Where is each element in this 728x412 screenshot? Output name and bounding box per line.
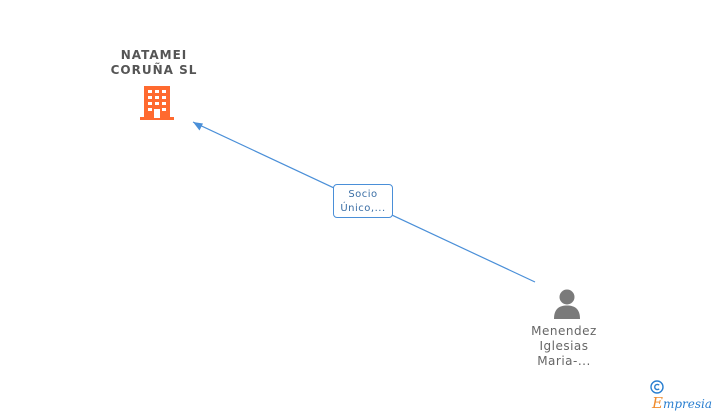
brand-logo: Empresia <box>652 393 713 412</box>
company-name[interactable]: NATAMEI CORUÑA SL <box>94 48 214 78</box>
relation-label-line: Socio <box>348 189 378 200</box>
edge-arrowhead <box>193 122 203 131</box>
relation-label-line: Único,... <box>340 203 386 214</box>
brand-initial: E <box>652 393 663 412</box>
person-name-line: Menendez <box>531 324 597 338</box>
company-name-line: CORUÑA SL <box>110 63 198 77</box>
relation-label[interactable]: Socio Único,... <box>333 184 393 218</box>
person-name-line: Maria-... <box>537 354 591 368</box>
person-icon[interactable] <box>552 288 582 320</box>
building-icon[interactable] <box>140 85 174 121</box>
brand-rest: mpresia <box>662 396 713 411</box>
company-name-line: NATAMEI <box>120 48 188 62</box>
copyright-icon <box>650 379 664 394</box>
empresia-watermark: Empresia <box>650 379 728 412</box>
person-name-line: Iglesias <box>539 339 589 353</box>
person-name[interactable]: Menendez Iglesias Maria-... <box>514 324 614 369</box>
